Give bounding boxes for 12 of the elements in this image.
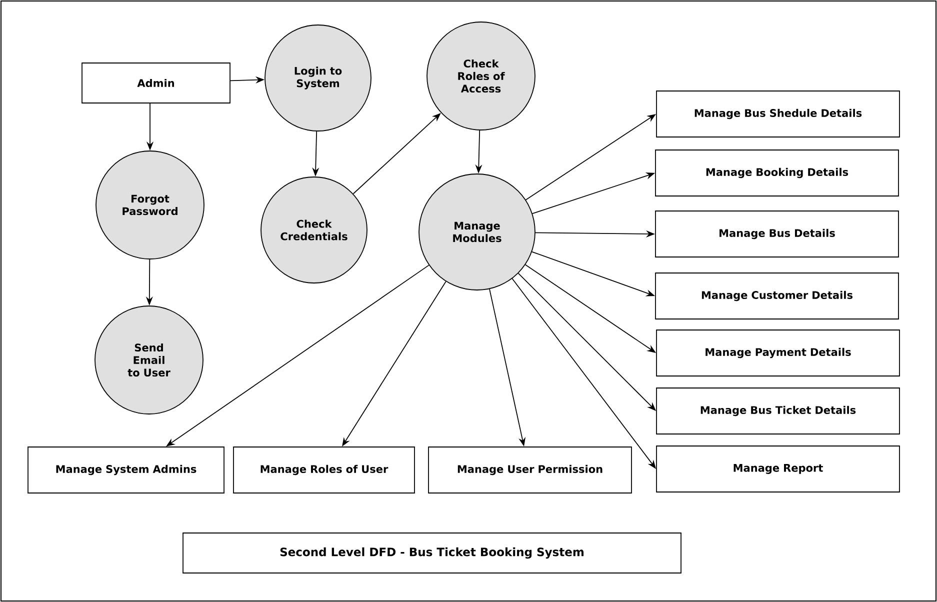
process-box: Manage System Admins <box>28 446 224 494</box>
process-box: Manage Booking Details <box>655 150 899 196</box>
process-box: Admin <box>82 62 230 104</box>
process-box: Manage Bus Ticket Details <box>656 388 900 434</box>
process-box: Manage Roles of User <box>233 446 415 494</box>
title-box: Second Level DFD - Bus Ticket Booking System <box>182 532 682 574</box>
process-box: Manage Customer Details <box>655 272 899 320</box>
process-box: Manage Payment Details <box>656 330 900 376</box>
process-box: Manage Report <box>656 446 900 492</box>
process-box: Manage User Permission <box>428 446 632 494</box>
process-box: Manage Bus Shedule Details <box>656 90 900 138</box>
process-box: Manage Bus Details <box>655 210 899 258</box>
